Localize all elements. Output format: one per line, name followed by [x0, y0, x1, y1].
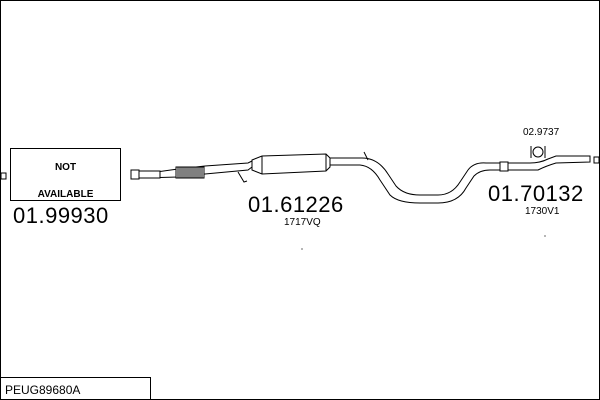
part-number-centre: 01.61226 [248, 192, 344, 217]
mark-dot-1 [301, 248, 303, 250]
front-pipe-end [130, 169, 161, 180]
oem-number-rear: 1730V1 [525, 206, 560, 217]
hanger-tab-2 [363, 151, 369, 161]
not-available-line1: NOT [54, 162, 77, 173]
rubber-mount [530, 146, 546, 158]
part-number-front: 01.99930 [13, 203, 109, 228]
reference-code-box: PEUG89680A [0, 377, 151, 400]
oem-number-centre: 1717VQ [284, 217, 321, 228]
part-number-mount: 02.9737 [523, 127, 560, 138]
flex-section [175, 166, 205, 179]
rear-pipe [330, 157, 500, 204]
tail-pipe [499, 155, 591, 172]
not-available-box: NOT AVAILABLE [10, 148, 121, 201]
left-connector-marker [0, 172, 7, 180]
hanger-tab-1 [237, 171, 248, 183]
right-connector-marker [593, 156, 600, 164]
mark-dot-2 [544, 235, 546, 237]
reference-code: PEUG89680A [5, 383, 81, 397]
centre-silencer [251, 153, 331, 175]
part-number-rear: 01.70132 [488, 181, 584, 206]
flex-pipe [159, 160, 253, 178]
not-available-line2: AVAILABLE [37, 189, 94, 200]
